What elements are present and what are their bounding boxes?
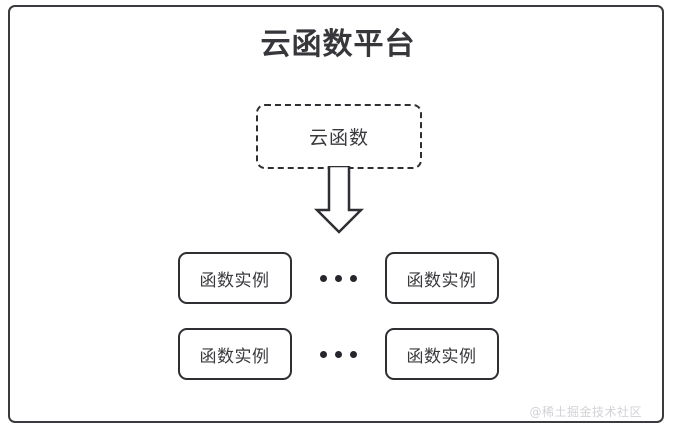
- ellipsis-dot: [349, 274, 357, 282]
- ellipsis-icon: ...: [292, 252, 385, 304]
- ellipsis-dot: [334, 274, 342, 282]
- cloud-function-node: 云函数: [256, 104, 422, 169]
- ellipsis-icon: ...: [292, 328, 385, 380]
- ellipsis-dot: [319, 274, 327, 282]
- function-instance-box: 函数实例: [177, 252, 292, 304]
- function-instance-label: 函数实例: [199, 270, 270, 291]
- arrow-down-icon: [308, 164, 370, 236]
- ellipsis-dot: [349, 350, 357, 358]
- ellipsis-dot: [334, 350, 342, 358]
- function-instance-label: 函数实例: [406, 346, 477, 367]
- ellipsis-dot: [319, 350, 327, 358]
- cloud-function-label: 云函数: [308, 127, 369, 149]
- function-instance-box: 函数实例: [177, 328, 292, 380]
- function-instance-label: 函数实例: [199, 346, 270, 367]
- instance-row: 函数实例 ... 函数实例: [0, 252, 676, 304]
- function-instance-box: 函数实例: [384, 328, 499, 380]
- watermark: @稀土掘金技术社区: [529, 405, 642, 419]
- page-title: 云函数平台: [260, 27, 416, 62]
- function-instance-box: 函数实例: [384, 252, 499, 304]
- function-instance-label: 函数实例: [406, 270, 477, 291]
- instance-row: 函数实例 ... 函数实例: [0, 328, 676, 380]
